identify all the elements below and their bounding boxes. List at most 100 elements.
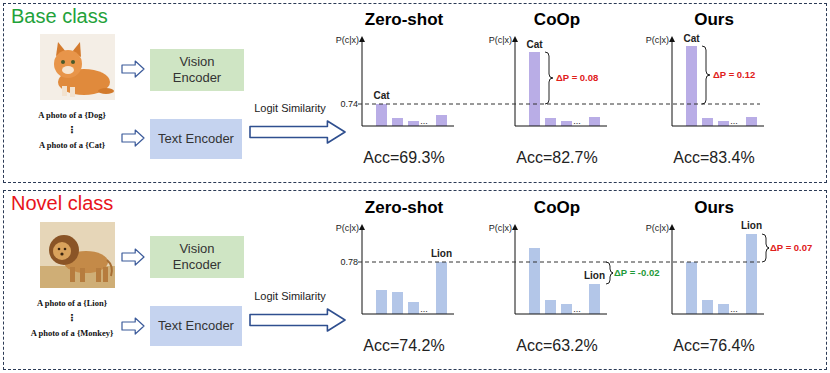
- prompt-text: A photo of a {Monkey}: [31, 329, 114, 339]
- axis-label: 0.74: [340, 99, 358, 109]
- chart-title: CoOp: [534, 10, 580, 30]
- y-axis: [672, 227, 673, 314]
- hollow-arrow: [250, 121, 345, 143]
- cat-tail: [98, 88, 114, 94]
- cat-photo: [40, 34, 115, 100]
- bar-chart: [669, 224, 764, 314]
- photo-ground: [40, 34, 115, 100]
- x-axis: [672, 126, 764, 127]
- cat-leg: [70, 87, 75, 97]
- lion-eye: [58, 248, 61, 251]
- bar: [436, 115, 447, 126]
- chart-title: Ours: [694, 10, 734, 30]
- ellipsis-mark: ...: [420, 116, 428, 126]
- axis-head: [359, 36, 365, 42]
- lion-leg: [96, 268, 101, 282]
- hollow-arrow: [122, 61, 144, 77]
- axis-head: [669, 36, 675, 42]
- axis-label: P(c|x): [646, 35, 669, 45]
- hollow-arrow: [250, 309, 345, 331]
- hollow-arrow: [122, 249, 144, 265]
- photo-ground: [40, 222, 115, 288]
- encoder-box: Vision Encoder: [150, 49, 244, 91]
- axis-head: [512, 36, 518, 42]
- cat-muzzle: [62, 66, 74, 74]
- bar: [686, 46, 697, 126]
- accuracy-label: Acc=74.2%: [363, 337, 444, 355]
- bar-label: Lion: [431, 248, 452, 260]
- encoder-label: Vision Encoder: [156, 54, 238, 85]
- lion-mane: [49, 235, 79, 265]
- delta-label: ΔP = -0.02: [613, 268, 660, 279]
- ellipsis-mark: ⋮: [67, 124, 77, 136]
- ellipsis-mark: ...: [573, 304, 581, 314]
- prompt-text: A photo of a {Cat}: [39, 141, 105, 151]
- bar-label: Lion: [584, 270, 605, 282]
- accuracy-label: Acc=69.3%: [363, 149, 444, 167]
- hollow-arrow: [122, 130, 144, 146]
- bar: [392, 118, 403, 126]
- bar: [529, 248, 540, 314]
- cat-leg: [62, 86, 67, 96]
- lion-face: [53, 242, 71, 260]
- ellipsis-mark: ...: [420, 304, 428, 314]
- x-axis: [362, 126, 454, 127]
- encoder-box: Vision Encoder: [150, 236, 244, 278]
- lion-leg: [80, 268, 85, 282]
- bar: [561, 304, 572, 314]
- bar: [702, 300, 713, 314]
- axis-head: [359, 224, 365, 230]
- x-axis: [362, 314, 454, 315]
- bar-chart: [512, 224, 607, 314]
- chart-title: Zero-shot: [365, 10, 443, 30]
- lion-eye: [64, 248, 67, 251]
- bar: [436, 262, 447, 314]
- axis-head: [669, 224, 675, 230]
- bar: [545, 118, 556, 126]
- encoder-label: Vision Encoder: [156, 241, 238, 272]
- arrow-label: Logit Similarity: [254, 290, 326, 303]
- threshold-line: [358, 104, 760, 105]
- encoder-label: Text Encoder: [158, 318, 234, 334]
- x-axis: [515, 126, 607, 127]
- ellipsis-mark: ⋮: [67, 312, 77, 324]
- chart-title: Zero-shot: [365, 198, 443, 218]
- axis-label: P(c|x): [489, 35, 512, 45]
- accuracy-label: Acc=63.2%: [516, 337, 597, 355]
- bar: [392, 292, 403, 314]
- chart-title: CoOp: [534, 198, 580, 218]
- cat-head: [54, 50, 82, 78]
- accuracy-label: Acc=83.4%: [673, 149, 754, 167]
- bar-chart: [669, 36, 764, 126]
- bar-chart: [512, 36, 607, 126]
- delta-label: ΔP = 0.07: [769, 243, 813, 254]
- axis-label: P(c|x): [336, 223, 359, 233]
- x-axis: [515, 314, 607, 315]
- lion-nose: [60, 252, 63, 255]
- bar-label: Cat: [526, 39, 542, 51]
- bar: [686, 262, 697, 314]
- bar: [718, 304, 729, 314]
- threshold-line: [358, 262, 760, 263]
- accuracy-label: Acc=82.7%: [516, 149, 597, 167]
- axis-label: 0.78: [340, 257, 358, 267]
- hollow-arrow: [122, 318, 144, 334]
- encoder-box: Text Encoder: [150, 306, 242, 346]
- ellipsis-mark: ...: [730, 116, 738, 126]
- lion-leg: [70, 267, 75, 282]
- y-axis: [672, 39, 673, 126]
- cat-eye: [61, 60, 65, 64]
- brace: [702, 46, 710, 104]
- bar: [408, 121, 419, 126]
- encoder-box: Text Encoder: [150, 119, 242, 159]
- y-axis: [362, 39, 363, 126]
- accuracy-label: Acc=76.4%: [673, 337, 754, 355]
- bar-label: Cat: [373, 90, 389, 102]
- prompt-text: A photo of a {Lion}: [37, 299, 107, 309]
- lion-photo: [40, 222, 115, 288]
- ellipsis-mark: ...: [730, 304, 738, 314]
- bar: [529, 52, 540, 126]
- bar-label: Lion: [741, 220, 762, 232]
